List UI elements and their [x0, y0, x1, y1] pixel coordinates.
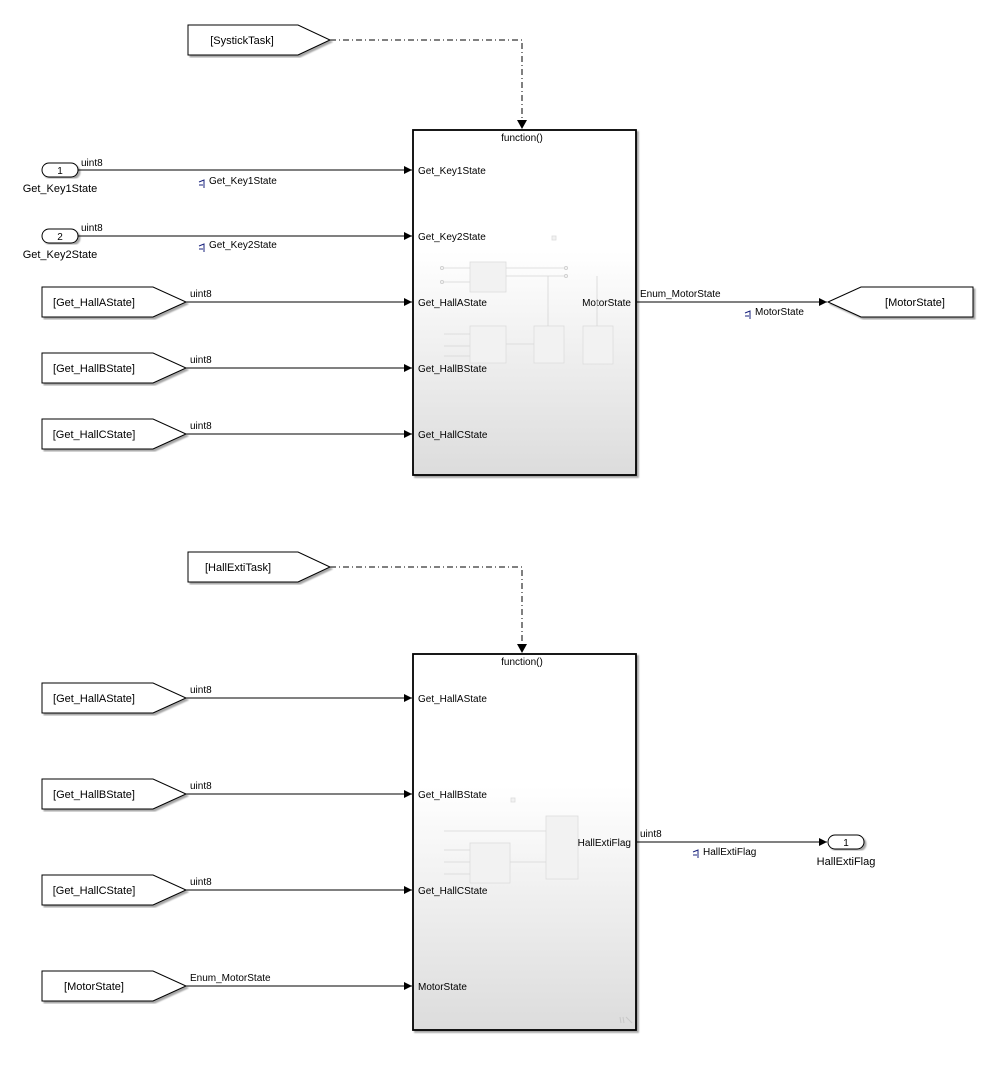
inport-get-key1state[interactable]: 1 Get_Key1State [23, 162, 98, 195]
port-label-motorstate: MotorState [418, 982, 467, 993]
svg-text:1: 1 [57, 166, 63, 177]
svg-text:[Get_HallAState]: [Get_HallAState] [53, 693, 135, 705]
outport-hallextiflag[interactable]: 1 HallExtiFlag [817, 834, 876, 868]
from-tag-motorstate[interactable]: [MotorState] [41, 970, 188, 1002]
signal-type-label: uint8 [190, 289, 212, 300]
from-tag-hallextitask[interactable]: [HallExtiTask] [187, 551, 332, 583]
signal-type-label: uint8 [190, 781, 212, 792]
signal-type-label: uint8 [190, 877, 212, 888]
signal-logging-icon [744, 310, 751, 319]
svg-text:[Get_HallBState]: [Get_HallBState] [53, 789, 135, 801]
trigger-line-bottom[interactable] [330, 566, 527, 653]
goto-tag-motorstate[interactable]: [MotorState] [826, 286, 974, 318]
port-label-get-hallastate: Get_HallAState [418, 298, 487, 309]
inport-name: Get_Key1State [23, 183, 98, 195]
port-label-get-hallcstate: Get_HallCState [418, 430, 488, 441]
outport-name: HallExtiFlag [817, 856, 876, 868]
svg-text:[MotorState]: [MotorState] [64, 981, 124, 993]
svg-text:[Get_HallCState]: [Get_HallCState] [53, 885, 136, 897]
trigger-arrow-icon [517, 120, 527, 129]
svg-text:[Get_HallCState]: [Get_HallCState] [53, 429, 136, 441]
svg-text:1: 1 [843, 838, 849, 849]
port-label-get-key1state: Get_Key1State [418, 166, 486, 177]
port-label-hallextiflag: HallExtiFlag [578, 838, 631, 849]
from-tag-label: [SystickTask] [210, 35, 274, 47]
from-tag-get-hallastate[interactable]: [Get_HallAState] [41, 286, 188, 318]
svg-text:HallExtiFlag: HallExtiFlag [703, 847, 756, 858]
port-label-get-hallbstate: Get_HallBState [418, 364, 487, 375]
svg-text:2: 2 [57, 232, 63, 243]
port-label-get-hallastate: Get_HallAState [418, 694, 487, 705]
block-title: function() [501, 657, 543, 668]
port-label-get-key2state: Get_Key2State [418, 232, 486, 243]
subsystem-preview-icon [444, 797, 633, 1024]
svg-text:Get_Key2State: Get_Key2State [209, 240, 277, 251]
signal-logging-label: Get_Key2State [198, 240, 277, 252]
from-tag-get-hallcstate[interactable]: [Get_HallCState] [41, 418, 188, 450]
function-call-subsystem-bottom[interactable]: function() Get_HallAState Get_HallBState… [412, 653, 637, 1031]
port-label-get-hallcstate: Get_HallCState [418, 886, 488, 897]
signal-type-label: uint8 [81, 158, 103, 169]
svg-text:[Get_HallAState]: [Get_HallAState] [53, 297, 135, 309]
bottom-system: [HallExtiTask] function() Get_HallAState… [41, 551, 876, 1031]
svg-text:[Get_HallBState]: [Get_HallBState] [53, 363, 135, 375]
block-title: function() [501, 133, 543, 144]
signal-logging-icon [198, 179, 205, 188]
from-tag-systicktask[interactable]: [SystickTask] [187, 24, 332, 56]
from-tag-get-hallbstate[interactable]: [Get_HallBState] [41, 352, 188, 384]
signal-logging-icon [198, 243, 205, 252]
svg-text:Get_Key1State: Get_Key1State [209, 176, 277, 187]
from-tag-get-hallastate-2[interactable]: [Get_HallAState] [41, 682, 188, 714]
from-tag-get-hallbstate-2[interactable]: [Get_HallBState] [41, 778, 188, 810]
signal-type-label: uint8 [640, 829, 662, 840]
function-call-subsystem-top[interactable]: function() Get_Key1State Get_Key2State G… [412, 129, 637, 476]
port-label-motorstate: MotorState [582, 298, 631, 309]
from-tag-get-hallcstate-2[interactable]: [Get_HallCState] [41, 874, 188, 906]
svg-text:MotorState: MotorState [755, 307, 804, 318]
inport-name: Get_Key2State [23, 249, 98, 261]
signal-type-label: uint8 [190, 355, 212, 366]
signal-type-label: Enum_MotorState [190, 973, 271, 984]
subsystem-preview-icon [440, 235, 614, 365]
signal-logging-icon [692, 849, 699, 858]
trigger-arrow-icon [517, 644, 527, 653]
signal-logging-label: HallExtiFlag [692, 847, 756, 858]
signal-type-label: uint8 [81, 223, 103, 234]
signal-logging-label: MotorState [744, 307, 804, 319]
svg-text:[MotorState]: [MotorState] [885, 297, 945, 309]
top-system: [SystickTask] function() Get_Key1State G… [23, 24, 974, 476]
signal-type-label: Enum_MotorState [640, 289, 721, 300]
port-label-get-hallbstate: Get_HallBState [418, 790, 487, 801]
signal-type-label: uint8 [190, 685, 212, 696]
trigger-line-top[interactable] [330, 39, 527, 129]
svg-text:[HallExtiTask]: [HallExtiTask] [205, 562, 271, 574]
inport-get-key2state[interactable]: 2 Get_Key2State [23, 228, 98, 261]
signal-type-label: uint8 [190, 421, 212, 432]
signal-logging-label: Get_Key1State [198, 176, 277, 188]
